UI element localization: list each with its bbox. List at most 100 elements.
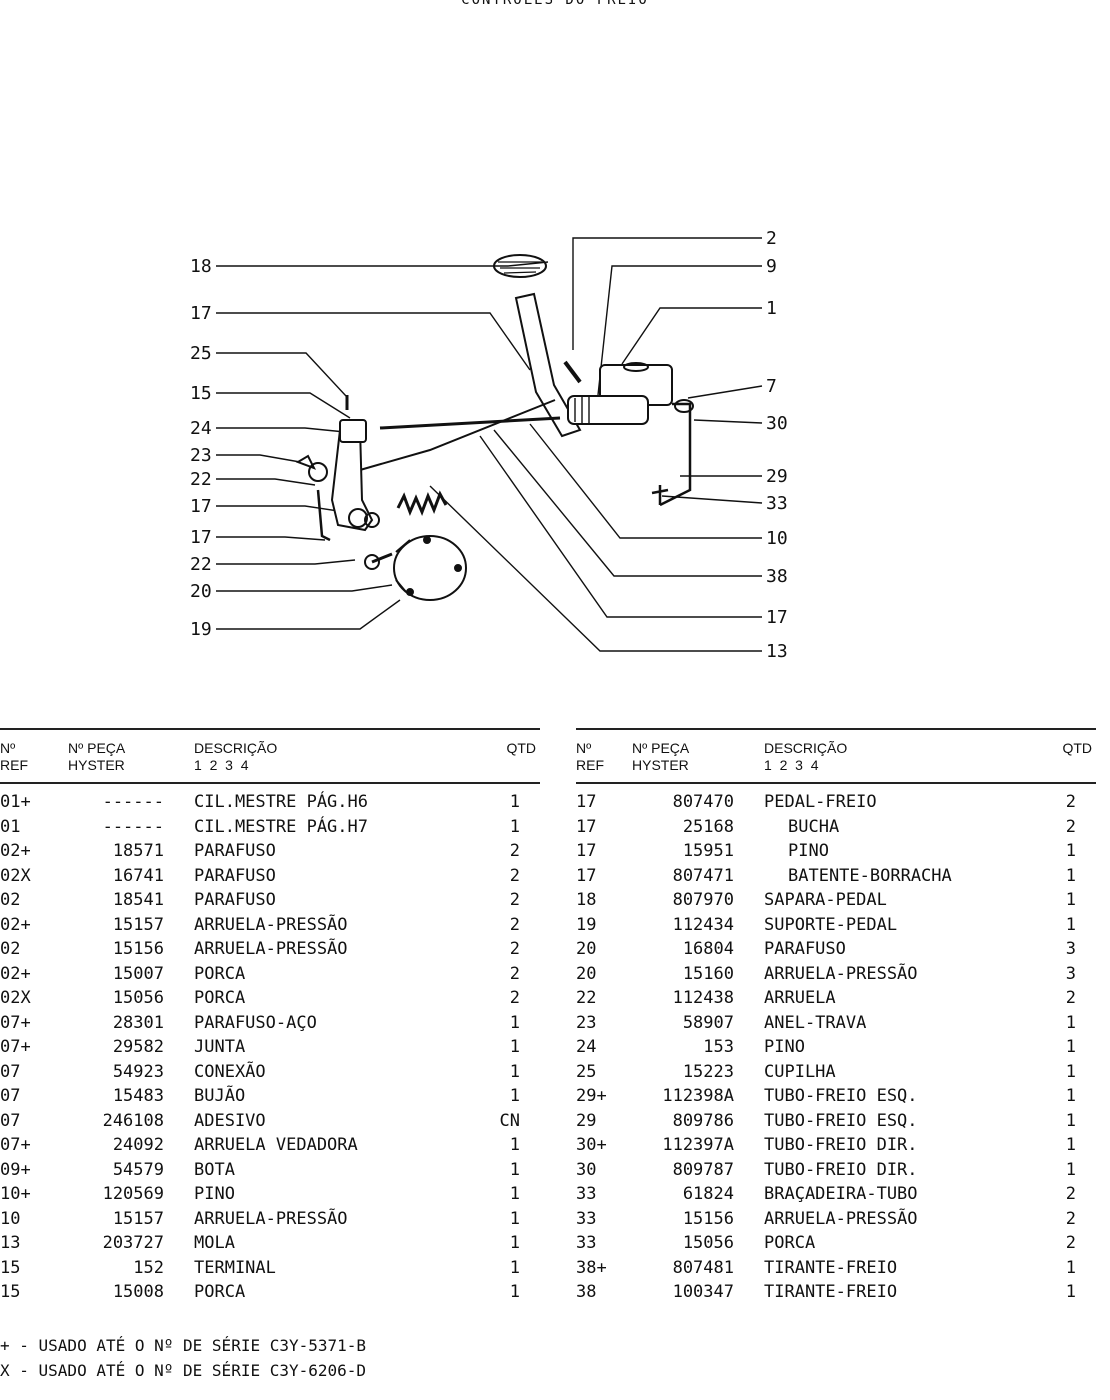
ref-cell: 17 [576, 816, 597, 837]
desc-header-line1: DESCRIÇÃO [194, 740, 278, 756]
part-number-cell: 15951 [682, 841, 734, 862]
quantity-cell: 1 [509, 792, 520, 813]
description-cell: PARAFUSO [194, 841, 276, 862]
part-number-cell: 18541 [112, 890, 164, 911]
ref-cell: 07 [0, 1086, 21, 1107]
spring-shape [396, 490, 448, 517]
part-number-cell: 120569 [102, 1184, 164, 1205]
leader-line-left [216, 478, 316, 486]
leader-line-left [216, 312, 531, 371]
quantity-cell: 1 [1065, 1282, 1076, 1303]
pivot-block [339, 419, 367, 443]
bolt-20-shank [371, 552, 393, 564]
bolt-shape [563, 360, 582, 384]
ref-cell: 02 [0, 890, 21, 911]
description-cell: PARAFUSO [194, 890, 276, 911]
leader-line-left [216, 352, 347, 397]
callout-label-left: 17 [190, 303, 212, 324]
callout-label-right: 33 [766, 493, 788, 514]
callout-label-right: 10 [766, 528, 788, 549]
quantity-cell: 1 [509, 1208, 520, 1229]
pedal-pad-shape [493, 254, 547, 278]
description-cell: PARAFUSO [764, 939, 846, 960]
quantity-cell: 1 [1065, 1061, 1076, 1082]
plate-neck [395, 539, 411, 593]
description-cell: BUCHA [788, 816, 840, 837]
part-number-cell: 24092 [112, 1135, 164, 1156]
description-cell: SUPORTE-PEDAL [764, 914, 898, 935]
ref-cell: 02 [0, 939, 21, 960]
part-number-cell: 153 [703, 1037, 734, 1058]
ref-cell: 29+ [576, 1086, 607, 1107]
leader-line-right [479, 435, 762, 618]
callout-label-right: 2 [766, 228, 777, 249]
description-cell: PARAFUSO [194, 865, 276, 886]
quantity-cell: 1 [509, 1086, 520, 1107]
pedal-arm-shape [514, 292, 582, 438]
ref-cell: 07 [0, 1110, 21, 1131]
quantity-cell: 2 [509, 963, 520, 984]
quantity-cell: 2 [1065, 1233, 1076, 1254]
ref-cell: 33 [576, 1184, 597, 1205]
ref-header-line1: Nº [0, 740, 16, 756]
description-cell: TUBO-FREIO ESQ. [764, 1110, 918, 1131]
ref-cell: 22 [576, 988, 597, 1009]
ref-cell: 17 [576, 792, 597, 813]
quantity-cell: 2 [1065, 816, 1076, 837]
part-number-cell: 15157 [112, 914, 164, 935]
pedal-link-shape [359, 399, 556, 471]
ref-cell: 20 [576, 939, 597, 960]
part-number-cell: 18571 [112, 841, 164, 862]
quantity-cell: 1 [1065, 1037, 1076, 1058]
description-cell: MOLA [194, 1233, 235, 1254]
callout-label-right: 13 [766, 641, 788, 662]
ref-cell: 01 [0, 816, 21, 837]
brake-rod-shape [379, 416, 561, 430]
quantity-cell: 1 [1065, 841, 1076, 862]
ref-cell: 17 [576, 841, 597, 862]
ref-header-line2: REF [576, 757, 604, 773]
ref-cell: 25 [576, 1061, 597, 1082]
ref-header-line2: REF [0, 757, 28, 773]
ref-header-line1: Nº [576, 740, 592, 756]
plate-hole-2 [454, 564, 462, 572]
description-cell: TUBO-FREIO DIR. [764, 1135, 918, 1156]
ref-cell: 09+ [0, 1159, 31, 1180]
footnote-x: X - USADO ATÉ O Nº DE SÉRIE C3Y-6206-D [0, 1361, 367, 1380]
quantity-cell: 2 [509, 988, 520, 1009]
part-number-cell: 807481 [672, 1257, 734, 1278]
leader-line-left [216, 261, 549, 267]
leader-line-left [216, 536, 326, 541]
description-cell: PORCA [194, 1282, 246, 1303]
callout-label-right: 30 [766, 413, 788, 434]
part-number-cell: 15156 [112, 939, 164, 960]
ref-cell: 20 [576, 963, 597, 984]
callout-label-left: 18 [190, 256, 212, 277]
page-title: CONTROLES DO FREIO [461, 0, 649, 8]
diagram-parts [295, 254, 694, 601]
description-cell: ARRUELA-PRESSÃO [764, 963, 918, 984]
callout-label-left: 17 [190, 496, 212, 517]
clamp-shape [651, 485, 669, 505]
leader-line-left [216, 505, 346, 513]
ref-cell: 01+ [0, 792, 31, 813]
part-number-cell: 246108 [102, 1110, 164, 1131]
bolt-20-head [364, 554, 380, 570]
